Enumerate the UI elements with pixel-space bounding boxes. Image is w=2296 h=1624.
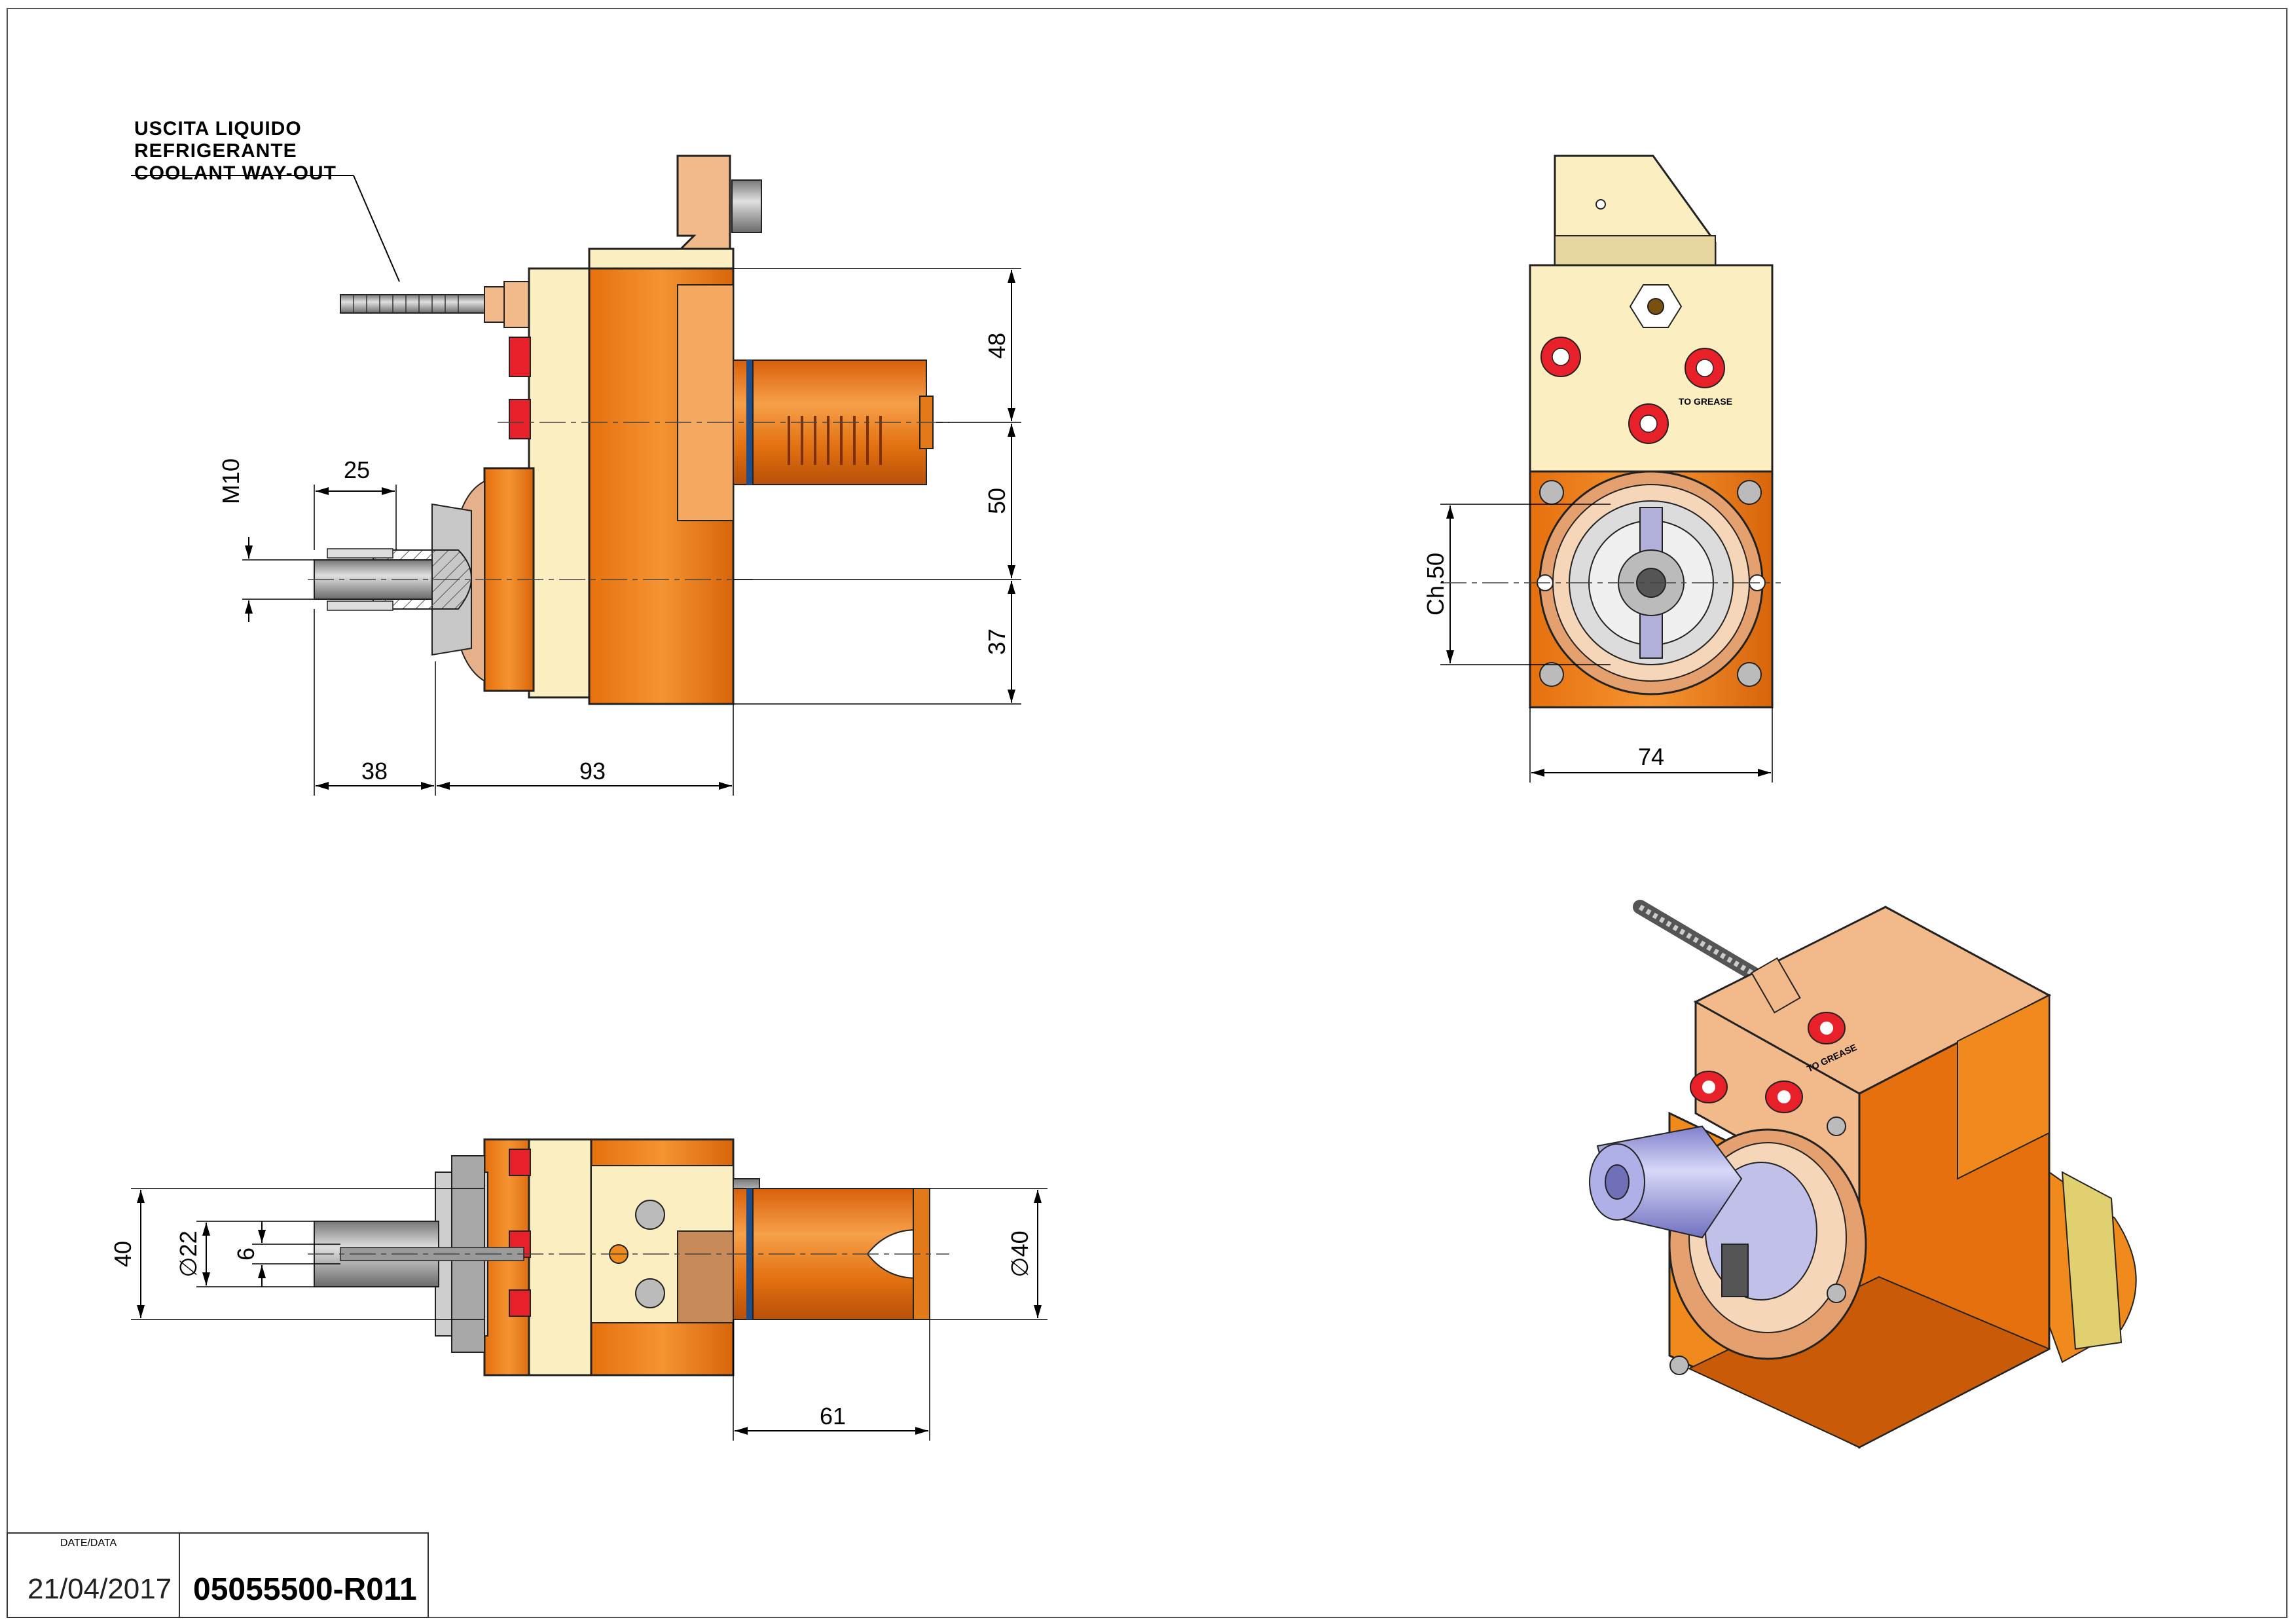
dim-48: 48 <box>983 333 1010 359</box>
date-value: 21/04/2017 <box>27 1573 172 1605</box>
dim-37: 37 <box>983 629 1010 655</box>
isometric-view: TO GREASE <box>1589 900 2137 1449</box>
dim-61: 61 <box>820 1403 846 1430</box>
dim-m10: M10 <box>217 458 244 504</box>
dim-d40: ∅40 <box>1006 1230 1033 1277</box>
sheet-border <box>7 8 2287 1618</box>
coolant-callout: USCITA LIQUIDO REFRIGERANTE COOLANT WAY-… <box>134 118 337 185</box>
dim-6: 6 <box>232 1247 259 1261</box>
callout-line-1: USCITA LIQUIDO <box>134 118 302 139</box>
dim-d22: ∅22 <box>175 1230 202 1277</box>
title-block-date-cell: DATE/DATA 21/04/2017 <box>7 1532 180 1618</box>
dim-38: 38 <box>361 758 388 784</box>
front-view: 48 50 37 25 M10 38 93 <box>131 155 1021 796</box>
side-grease-label: TO GREASE <box>1679 396 1732 407</box>
top-view: 40 ∅22 6 ∅40 61 <box>109 1138 1048 1441</box>
dim-74: 74 <box>1638 743 1664 770</box>
dim-50: 50 <box>983 488 1010 514</box>
callout-line-3: COOLANT WAY-OUT <box>134 162 337 184</box>
dim-93: 93 <box>579 758 606 784</box>
drawing-code: 05055500-R011 <box>193 1572 417 1607</box>
title-block-code-cell: 05055500-R011 <box>179 1532 429 1618</box>
date-label: DATE/DATA <box>60 1538 117 1549</box>
dim-40-left: 40 <box>109 1241 136 1267</box>
dim-ch50: Ch.50 <box>1422 553 1449 616</box>
dim-25: 25 <box>344 456 370 483</box>
side-view: TO GREASE Ch.50 <box>1422 155 1781 783</box>
callout-line-2: REFRIGERANTE <box>134 140 297 162</box>
